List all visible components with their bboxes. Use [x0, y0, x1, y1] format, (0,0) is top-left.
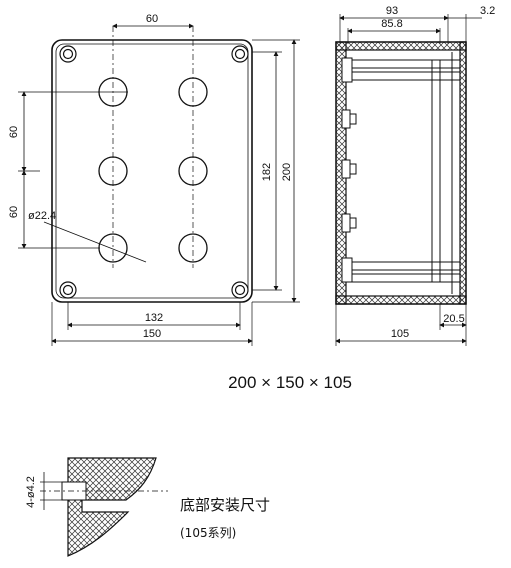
side-wall-right	[459, 41, 467, 305]
dim-hole-diameter: ø22.4	[28, 210, 56, 222]
corner-screw-tl	[59, 45, 77, 63]
front-box-outline	[51, 39, 253, 303]
side-view-dimensions: 93 85.8 3.2 20.5 105	[381, 5, 495, 340]
front-box-inner-outline	[55, 43, 249, 299]
mounting-rails	[345, 52, 461, 294]
front-view-dimensions: 60 60 60 ø22.4 182 200 132 150	[8, 13, 293, 340]
side-wall-top	[335, 41, 467, 51]
mounting-section-body	[67, 457, 157, 557]
corner-screws	[59, 45, 249, 299]
center-lines	[112, 26, 194, 268]
dim-mounting-holes: 4-ø4.2	[25, 476, 37, 508]
dim-height-inner: 182	[261, 163, 273, 181]
corner-screw-br	[231, 281, 249, 299]
dim-top-wall: 3.2	[480, 5, 495, 17]
corner-screw-tr	[231, 45, 249, 63]
dim-height-outer: 200	[281, 163, 293, 181]
dim-bottom-step: 20.5	[443, 313, 464, 325]
side-wall-bottom	[335, 295, 467, 305]
side-clips	[341, 57, 357, 283]
dim-top-outer: 93	[386, 5, 398, 17]
side-box-outline	[335, 41, 467, 305]
dim-depth: 105	[391, 328, 409, 340]
dim-width-outer: 150	[143, 328, 161, 340]
dim-top-inner: 85.8	[381, 18, 402, 30]
side-view	[335, 14, 482, 346]
button-holes	[98, 77, 208, 263]
mounting-detail-section	[40, 457, 168, 557]
mounting-detail-title: 底部安装尺寸	[180, 496, 270, 514]
dim-leader-hole-diameter	[43, 221, 147, 263]
dim-hole-spacing-h: 60	[146, 13, 158, 25]
front-view	[18, 23, 300, 346]
dim-hole-spacing-v2: 60	[8, 206, 20, 218]
corner-screw-bl	[59, 281, 77, 299]
mounting-detail-subtitle: (105系列)	[180, 526, 236, 540]
dimensions-caption: 200 × 150 × 105	[228, 373, 352, 392]
dim-hole-spacing-v1: 60	[8, 126, 20, 138]
dim-width-inner: 132	[145, 312, 163, 324]
hole-r3-c2	[178, 233, 208, 263]
